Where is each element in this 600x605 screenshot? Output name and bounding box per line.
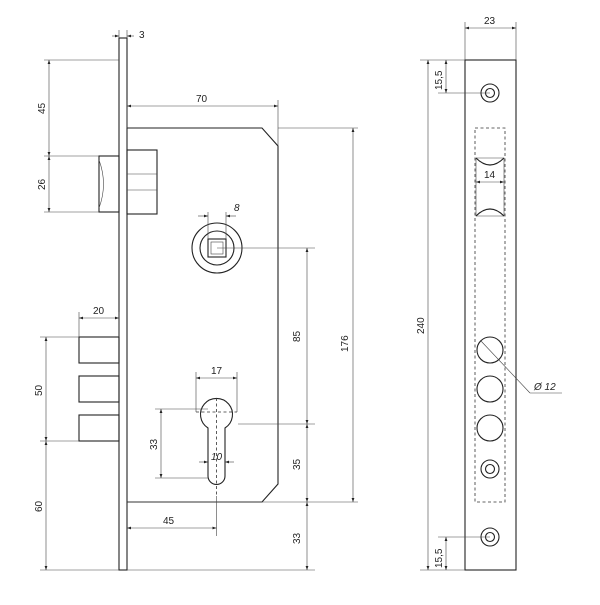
latch-bolt (98, 149, 158, 215)
screw-hole-middle (480, 459, 500, 479)
faceplate-front-view (464, 59, 517, 571)
faceplate-side (118, 37, 128, 571)
dim-faceplate-width: 23 (484, 16, 496, 27)
dim-screw-top: 15,5 (434, 70, 445, 90)
dim-bolt-group: 50 (34, 384, 45, 396)
dim-screw-bottom: 15,5 (434, 548, 445, 568)
faceplate-front (464, 59, 517, 571)
dim-bolt-hole-diameter: Ø 12 (533, 382, 556, 393)
dim-cylinder-height: 33 (149, 438, 160, 450)
deadbolts (78, 336, 120, 442)
case-outline-dashed (474, 127, 506, 503)
dim-case-plate-end: 33 (292, 532, 303, 544)
dim-latch-height: 26 (37, 178, 48, 190)
dim-latch-hole-width: 14 (484, 170, 496, 181)
dim-cylinder-slot: 10 (211, 452, 223, 463)
dim-bottom-offset: 60 (34, 500, 45, 512)
left-dimensions: 3 70 45 26 8 85 35 33 176 (34, 30, 358, 571)
dim-cylinder-case-bottom: 35 (292, 458, 303, 470)
dim-cylinder-width: 17 (211, 366, 223, 377)
bolt-holes (476, 336, 504, 442)
dim-latch-offset: 45 (37, 102, 48, 114)
cylinder-profile (196, 397, 237, 496)
dim-spindle-square: 8 (234, 203, 240, 214)
dim-spindle-cylinder: 85 (292, 330, 303, 342)
dim-backset: 45 (163, 516, 175, 527)
dim-bolt-projection: 20 (93, 306, 105, 317)
dim-case-height: 176 (340, 335, 351, 352)
dim-faceplate-thickness: 3 (139, 30, 145, 41)
dim-faceplate-length: 240 (416, 317, 427, 334)
right-dimensions: 23 15,5 14 240 Ø 12 15,5 (416, 16, 562, 571)
dim-case-width: 70 (196, 94, 208, 105)
latch-hole (475, 157, 505, 217)
lock-side-view (78, 37, 279, 571)
